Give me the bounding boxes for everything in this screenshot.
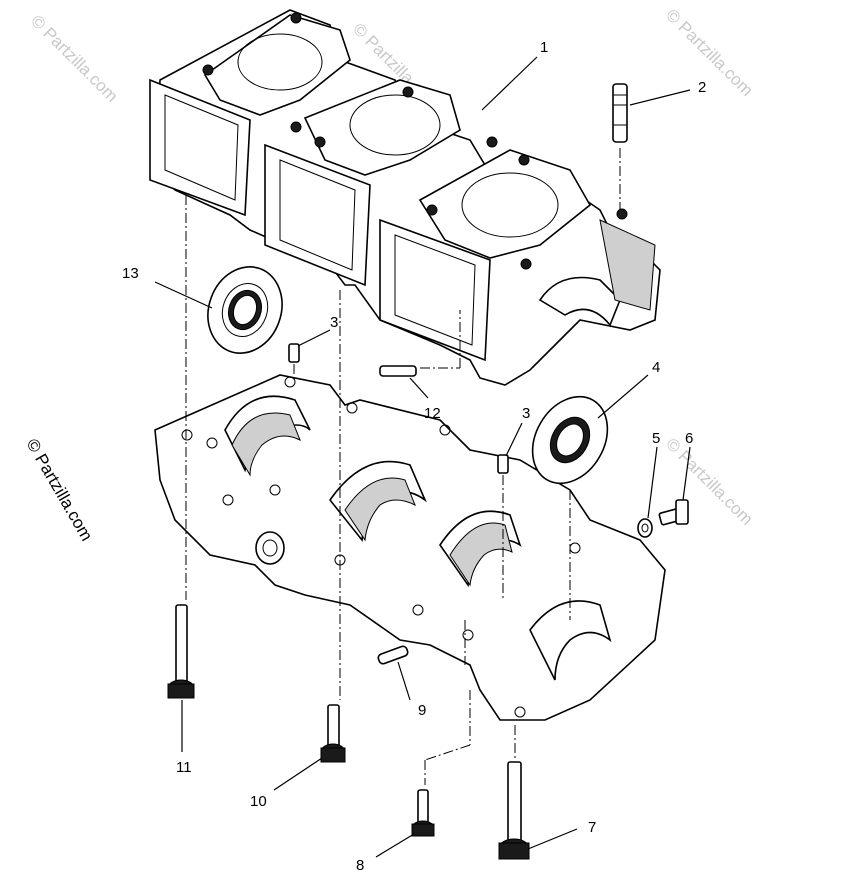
bolt-part-8	[411, 789, 435, 837]
dowel-pin-lower	[497, 454, 509, 474]
callout-label-8: 8	[356, 857, 364, 874]
bolt-part-11	[167, 604, 195, 699]
callout-label-13: 13	[122, 265, 139, 282]
callout-labels: 1 2 3 3 4 5 6 7 8 9 10 11 12 13	[122, 39, 706, 874]
callout-label-5: 5	[652, 430, 660, 447]
seal-part-4	[531, 395, 609, 485]
bolt-part-6	[658, 499, 689, 526]
stud-part-2	[612, 83, 628, 143]
washer-part-5	[637, 518, 653, 538]
callout-label-1: 1	[540, 39, 548, 56]
callout-label-10: 10	[250, 793, 267, 810]
callout-label-11: 11	[176, 759, 192, 776]
callout-label-3-upper: 3	[330, 314, 338, 331]
watermark-top-left: © Partzilla.com	[27, 11, 121, 105]
callout-leaders	[154, 56, 691, 858]
callout-label-9: 9	[418, 702, 426, 719]
dowel-pin-upper	[288, 343, 300, 363]
bolt-part-10	[320, 704, 346, 763]
callout-label-4: 4	[652, 359, 660, 376]
upper-crankcase	[149, 9, 661, 386]
callout-label-2: 2	[698, 79, 706, 96]
watermark-top-right: © Partzilla.com	[662, 5, 756, 99]
lower-crankcase	[154, 374, 666, 721]
seal-part-13	[207, 266, 283, 354]
callout-label-6: 6	[685, 430, 693, 447]
pin-part-9	[377, 645, 409, 665]
callout-label-7: 7	[588, 819, 596, 836]
bolt-part-7	[498, 761, 530, 860]
stud-part-12	[379, 365, 417, 377]
assembly-lines	[185, 148, 621, 785]
callout-label-3-lower: 3	[522, 405, 530, 422]
callout-label-12: 12	[424, 405, 441, 422]
watermark-side: © Partzilla.com	[23, 436, 97, 545]
